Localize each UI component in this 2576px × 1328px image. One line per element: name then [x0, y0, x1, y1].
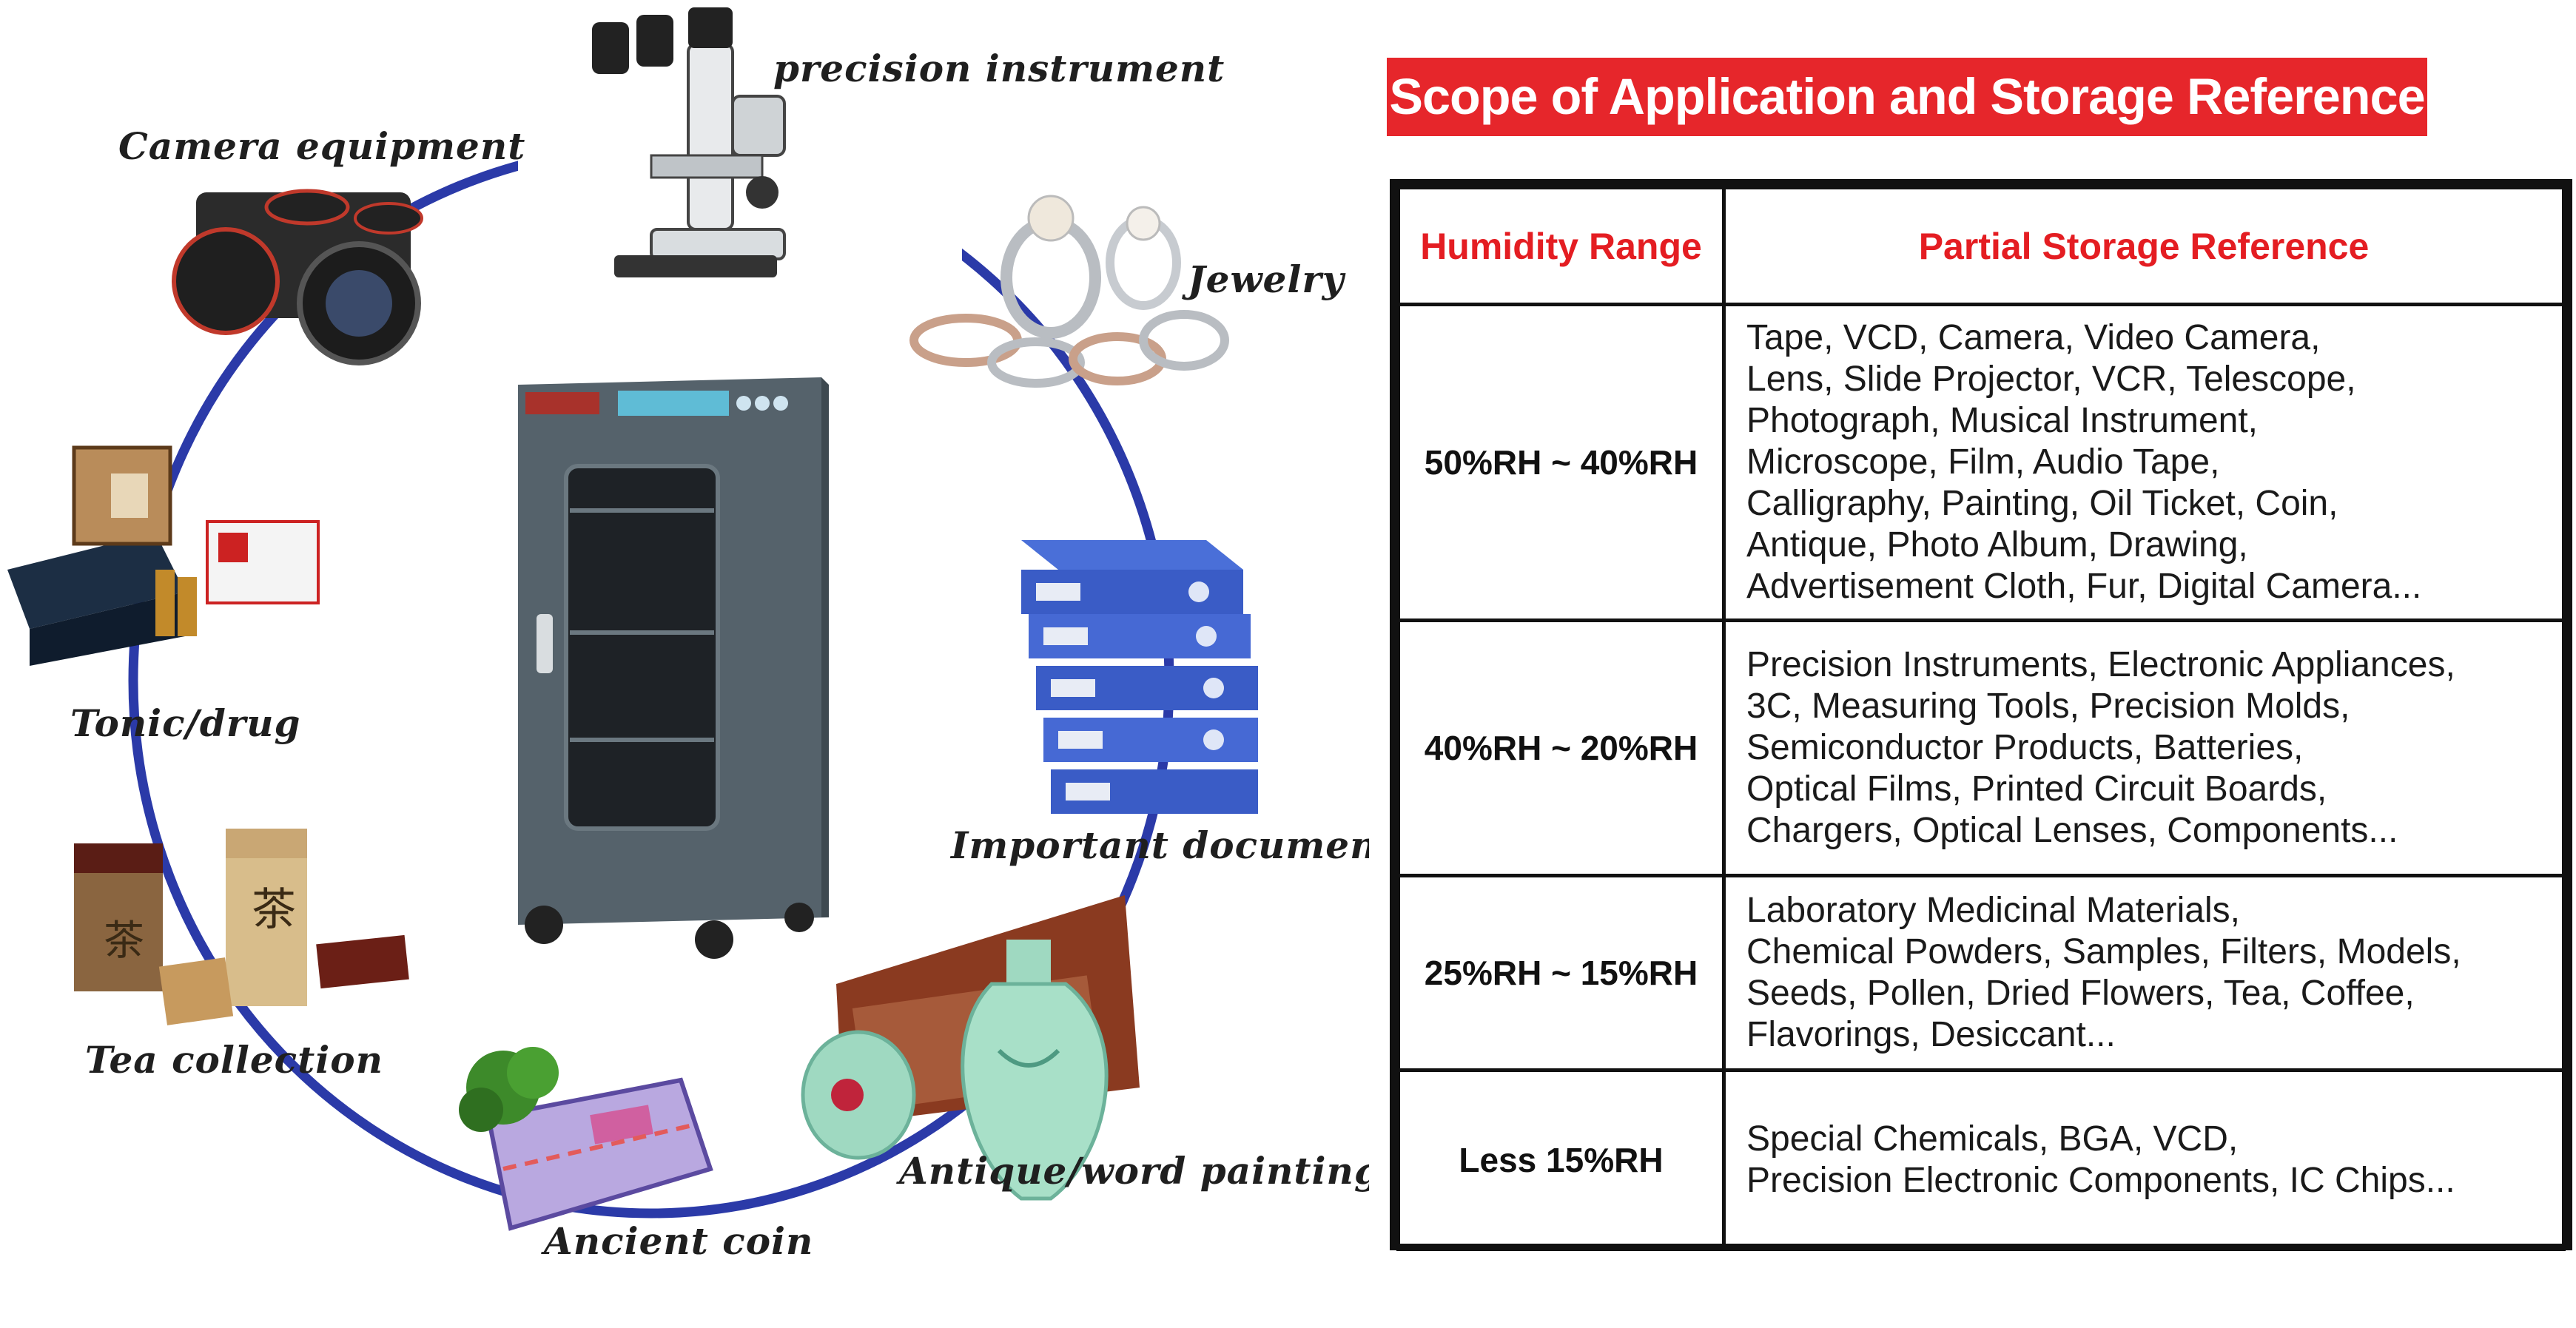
- jewelry-icon: [909, 195, 1229, 388]
- reference-line: Photograph, Musical Instrument,: [1746, 401, 2259, 440]
- application-diagram: 茶 茶: [7, 7, 1369, 1263]
- page-title: Scope of Application and Storage Referen…: [1387, 58, 2427, 136]
- reference-line: Seeds, Pollen, Dried Flowers, Tea, Coffe…: [1746, 974, 2415, 1013]
- reference-line: Chargers, Optical Lenses, Components...: [1746, 811, 2398, 850]
- svg-text:茶: 茶: [104, 917, 144, 964]
- binders-icon: [1021, 540, 1258, 814]
- reference-line: Semiconductor Products, Batteries,: [1746, 728, 2304, 767]
- reference-line: Special Chemicals, BGA, VCD,: [1746, 1119, 2239, 1159]
- humidity-range-cell: 25%RH ~ 15%RH: [1396, 874, 1726, 1072]
- storage-reference-table: Humidity Range Partial Storage Reference…: [1390, 179, 2572, 1251]
- table-row: 50%RH ~ 40%RH Tape, VCD, Camera, Video C…: [1396, 303, 2566, 622]
- storage-reference-cell: Laboratory Medicinal Materials, Chemical…: [1722, 874, 2566, 1072]
- label-tonic-drug: Tonic/drug: [70, 701, 301, 745]
- table-header-row: Humidity Range Partial Storage Reference: [1396, 186, 2566, 306]
- reference-line: Precision Electronic Components, IC Chip…: [1746, 1160, 2455, 1200]
- reference-line: Laboratory Medicinal Materials,: [1746, 891, 2240, 930]
- table-row: 40%RH ~ 20%RH Precision Instruments, Ele…: [1396, 619, 2566, 877]
- coin-box-icon: [459, 1047, 713, 1231]
- camera-icon: [172, 189, 423, 365]
- label-important-document: Important document: [949, 823, 1369, 867]
- reference-line: Calligraphy, Painting, Oil Ticket, Coin,: [1746, 484, 2338, 523]
- label-ancient-coin: Ancient coin: [541, 1219, 813, 1263]
- label-antique-painting: Antique/word painting: [896, 1149, 1369, 1193]
- storage-reference-cell: Precision Instruments, Electronic Applia…: [1722, 619, 2566, 877]
- label-tea-collection: Tea collection: [85, 1038, 383, 1082]
- reference-line: Advertisement Cloth, Fur, Digital Camera…: [1746, 567, 2422, 606]
- tea-box-icon: 茶 茶: [74, 829, 409, 1025]
- vase-painting-icon: [801, 895, 1140, 1201]
- humidity-range-cell: Less 15%RH: [1396, 1068, 1726, 1251]
- reference-line: Precision Instruments, Electronic Applia…: [1746, 645, 2455, 684]
- reference-line: Tape, VCD, Camera, Video Camera,: [1746, 318, 2321, 357]
- reference-line: Microscope, Film, Audio Tape,: [1746, 442, 2220, 482]
- humidity-range-cell: 40%RH ~ 20%RH: [1396, 619, 1726, 877]
- storage-reference-cell: Special Chemicals, BGA, VCD, Precision E…: [1722, 1068, 2566, 1251]
- reference-line: Chemical Powders, Samples, Filters, Mode…: [1746, 932, 2461, 971]
- storage-reference-cell: Tape, VCD, Camera, Video Camera, Lens, S…: [1722, 303, 2566, 622]
- header-humidity-range: Humidity Range: [1396, 186, 1726, 306]
- table: Humidity Range Partial Storage Reference…: [1396, 186, 2566, 1251]
- humidity-range-cell: 50%RH ~ 40%RH: [1396, 303, 1726, 622]
- label-camera-equipment: Camera equipment: [118, 124, 525, 168]
- header-storage-reference: Partial Storage Reference: [1722, 186, 2566, 306]
- dry-cabinet-icon: [518, 377, 829, 959]
- medicine-box-icon: [7, 445, 320, 666]
- reference-line: Lens, Slide Projector, VCR, Telescope,: [1746, 360, 2356, 399]
- label-precision-instrument: precision instrument: [773, 47, 1225, 90]
- table-row: Less 15%RH Special Chemicals, BGA, VCD, …: [1396, 1068, 2566, 1251]
- reference-line: Flavorings, Desiccant...: [1746, 1015, 2116, 1054]
- svg-text:茶: 茶: [252, 884, 296, 936]
- reference-line: 3C, Measuring Tools, Precision Molds,: [1746, 687, 2350, 726]
- microscope-icon: [518, 7, 962, 311]
- reference-line: Optical Films, Printed Circuit Boards,: [1746, 769, 2327, 809]
- label-jewelry: Jewelry: [1182, 257, 1346, 301]
- reference-line: Antique, Photo Album, Drawing,: [1746, 525, 2248, 564]
- table-row: 25%RH ~ 15%RH Laboratory Medicinal Mater…: [1396, 874, 2566, 1072]
